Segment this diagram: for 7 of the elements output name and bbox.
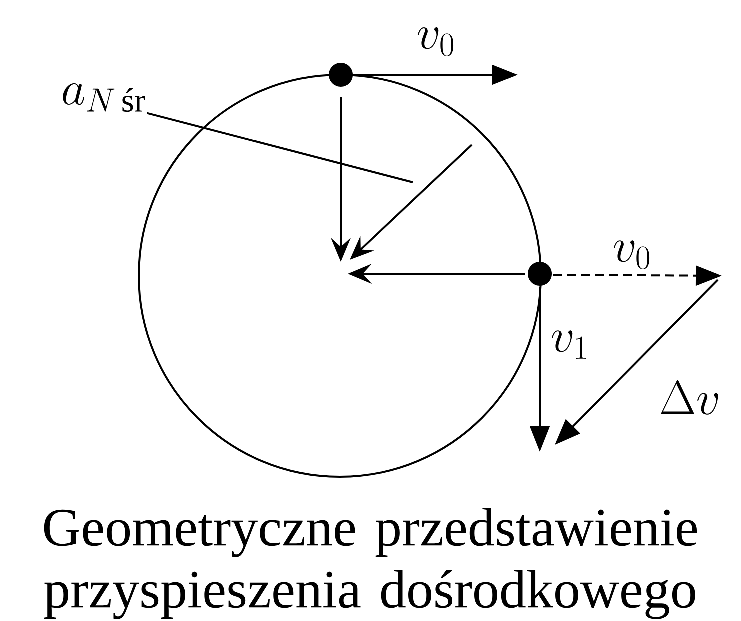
vector-label: $\Delta v$: [661, 380, 718, 415]
vector-label: $v_0$: [614, 240, 650, 270]
caption: Geometryczne przedstawienie przyspieszenia dośrodkowego: [44, 508, 698, 620]
vector-label: $a_{N\,\text{śr}}$: [63, 83, 146, 112]
leader-line: [147, 112, 414, 184]
vector-label: $v_0$: [418, 28, 454, 56]
vector-label: $v_1$: [552, 330, 586, 359]
